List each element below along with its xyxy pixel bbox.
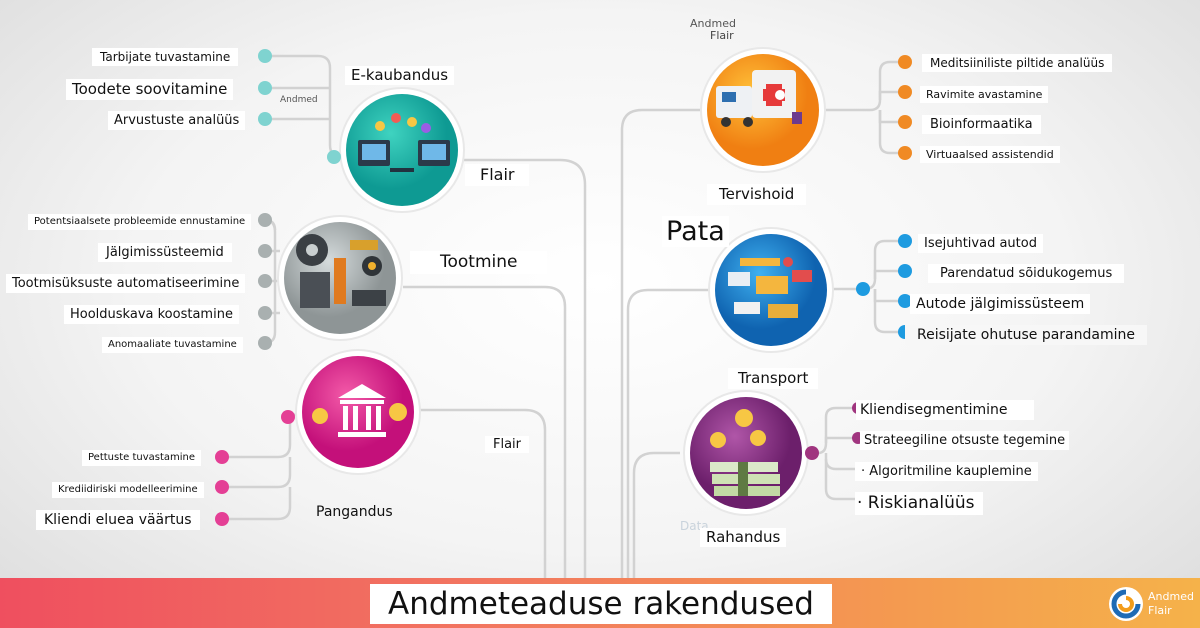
banking-label: Pangandus	[316, 504, 393, 520]
banking-circle	[295, 349, 421, 475]
manufacturing-item-1: Potentsiaalsete probleemide ennustamine	[28, 214, 252, 230]
watermark-ecommerce: Andmed	[280, 95, 318, 106]
logo-line1: Andmed	[1148, 590, 1194, 603]
transport-item-3: Autode jälgimissüsteem	[910, 294, 1091, 314]
healthcare-circle	[700, 47, 826, 173]
banking-item-3: Kliendi eluea väärtus	[36, 510, 200, 530]
logo-line2: Flair	[1148, 603, 1172, 617]
manufacturing-circle	[277, 215, 403, 341]
logo-text: Andmed Flair	[1148, 590, 1194, 618]
healthcare-item-1: Meditsiiniliste piltide analüüs	[922, 54, 1113, 72]
ecommerce-dots	[258, 49, 341, 164]
finance-circle	[683, 390, 809, 516]
healthcare-item-3: Bioinformaatika	[922, 115, 1041, 134]
transport-label: Transport	[728, 368, 819, 389]
ecommerce-label: E-kaubandus	[345, 66, 455, 85]
ecommerce-circle	[339, 87, 465, 213]
page-title: Andmeteaduse rakendused	[370, 584, 832, 624]
healthcare-item-4: Virtuaalsed assistendid	[920, 146, 1060, 163]
banking-item-1: Pettuste tuvastamine	[82, 450, 202, 466]
manufacturing-item-4: Hoolduskava koostamine	[64, 305, 239, 324]
ecommerce-item-3: Arvustuste analüüs	[108, 111, 246, 130]
finance-item-4: · Riskianalüüs	[855, 492, 983, 515]
transport-tag: Pata	[662, 216, 729, 247]
finance-item-1: Kliendisegmentimine	[856, 400, 1034, 420]
banking-dots	[215, 410, 295, 526]
manufacturing-dots	[258, 213, 272, 350]
banking-tag: Flair	[485, 436, 530, 453]
manufacturing-label: Tootmine	[410, 251, 548, 274]
watermark-line1: Andmed	[690, 17, 736, 30]
watermark-line2: Flair	[710, 29, 734, 43]
healthcare-item-2: Ravimite avastamine	[920, 86, 1049, 103]
ecommerce-tag: Flair	[465, 164, 530, 186]
healthcare-dots	[898, 55, 912, 160]
ecommerce-item-1: Tarbijate tuvastamine	[92, 48, 239, 66]
transport-dots	[856, 234, 912, 339]
banking-item-2: Krediidiriski modelleerimine	[52, 482, 204, 498]
transport-circle	[708, 227, 834, 353]
manufacturing-item-2: Jälgimissüsteemid	[98, 243, 232, 262]
finance-item-2: Strateegiline otsuste tegemine	[860, 431, 1070, 450]
transport-item-4: Reisijate ohutuse parandamine	[905, 325, 1147, 345]
finance-label: Rahandus	[700, 528, 787, 547]
transport-item-2: Parendatud sõidukogemus	[928, 264, 1125, 283]
watermark-healthcare: Andmed Flair	[690, 17, 736, 43]
finance-item-3: · Algoritmiline kauplemine	[855, 462, 1038, 481]
dataflair-logo-icon	[1109, 587, 1143, 621]
watermark-line1: Andmed	[280, 95, 318, 105]
transport-item-1: Isejuhtivad autod	[918, 234, 1043, 253]
ecommerce-item-2: Toodete soovitamine	[66, 79, 234, 100]
manufacturing-item-5: Anomaaliate tuvastamine	[102, 337, 243, 353]
healthcare-label: Tervishoid	[707, 184, 807, 205]
manufacturing-item-3: Tootmisüksuste automatiseerimine	[6, 274, 246, 293]
